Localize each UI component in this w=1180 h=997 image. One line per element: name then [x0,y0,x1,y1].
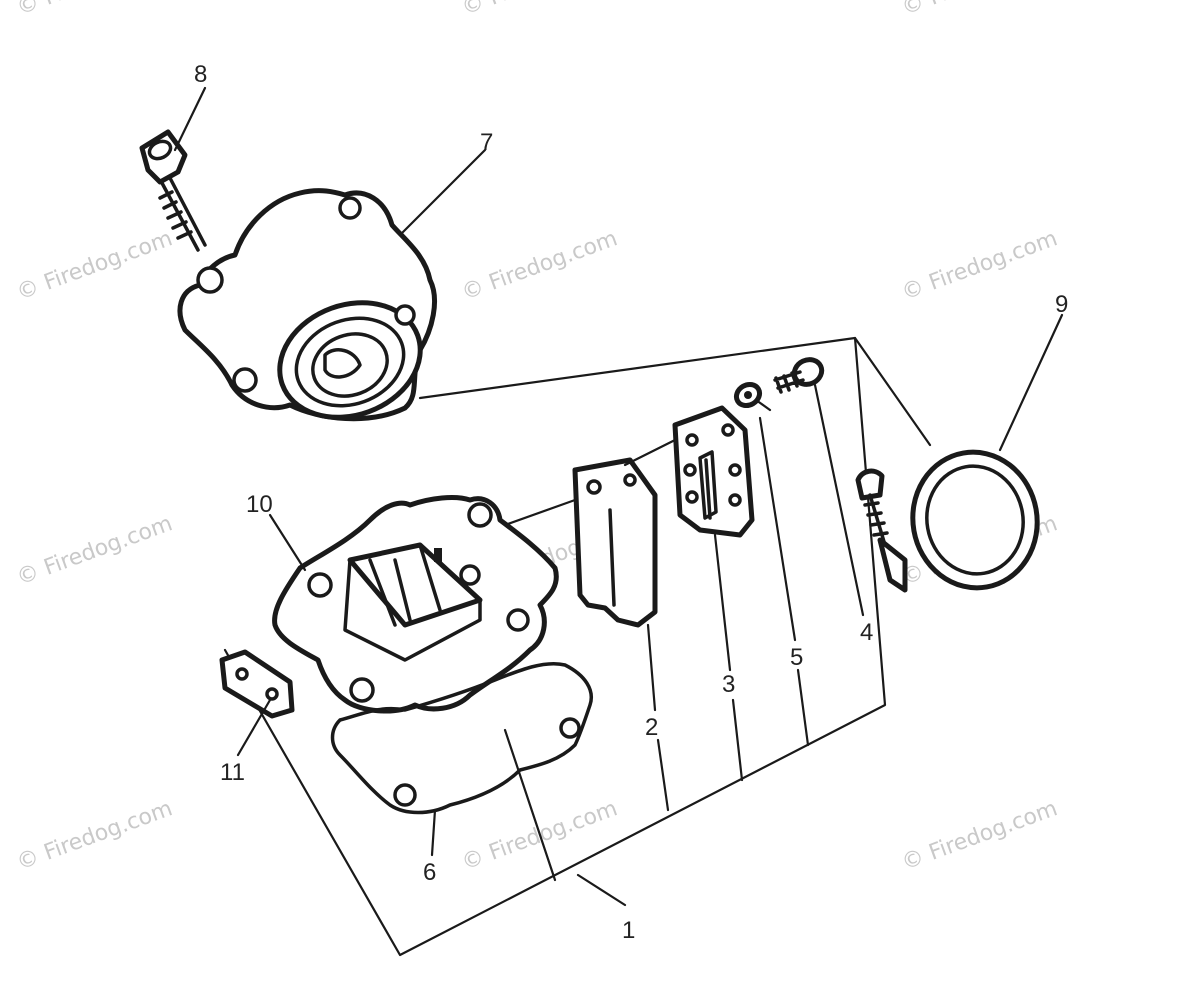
leader-10 [268,513,307,572]
part-8-bolt [139,129,207,252]
part-4-screw [773,357,825,394]
assembly-bracket-line [223,336,887,957]
leader-3-top [623,438,677,467]
leader-5-upper [758,416,797,642]
part-9-clamp [855,449,1040,593]
leader-4-upper [813,383,865,617]
part-7-intake-manifold [177,188,438,422]
watermark: © Firedog.com [899,0,1061,21]
leader-9 [998,313,1064,452]
callout-2: 2 [645,714,658,741]
leader-7 [398,148,487,237]
callout-6: 6 [423,859,436,886]
leader-3 [731,698,744,782]
leader-8 [173,86,207,152]
part-3-stopper-plate [672,405,755,538]
leader-2-top [503,498,577,527]
leader-9-bracket [853,336,932,447]
callout-8: 8 [194,61,207,88]
callout-10: 10 [246,491,273,518]
part-6-gasket [330,661,593,815]
callout-3: 3 [722,671,735,698]
leader-1-valve [503,728,557,882]
watermark: © Firedog.com [459,0,621,21]
part-2-reed-petal [572,457,658,628]
leader-6 [430,808,437,857]
watermark: © Firedog.com [899,226,1061,305]
leader-11 [236,698,272,757]
watermark: © Firedog.com [14,796,176,875]
callout-11: 11 [220,759,245,786]
watermark: © Firedog.com [14,226,176,305]
watermark: © Firedog.com [14,511,176,590]
watermark: © Firedog.com [14,0,176,21]
callout-4: 4 [860,619,873,646]
leader-5 [796,668,810,747]
leader-3-upper [713,533,732,672]
part-11-plate [219,649,295,719]
leader-5-top [754,398,772,412]
leader-1 [576,873,627,907]
watermark: © Firedog.com [459,226,621,305]
part-10-reed-valve-body [272,495,559,714]
leader-2 [656,738,670,812]
callout-1: 1 [622,917,635,944]
callout-7: 7 [480,129,493,156]
callout-9: 9 [1055,291,1068,318]
watermark: © Firedog.com [899,796,1061,875]
leader-2-upper [646,623,657,712]
callout-5: 5 [790,644,803,671]
part-5-washer [733,381,763,409]
